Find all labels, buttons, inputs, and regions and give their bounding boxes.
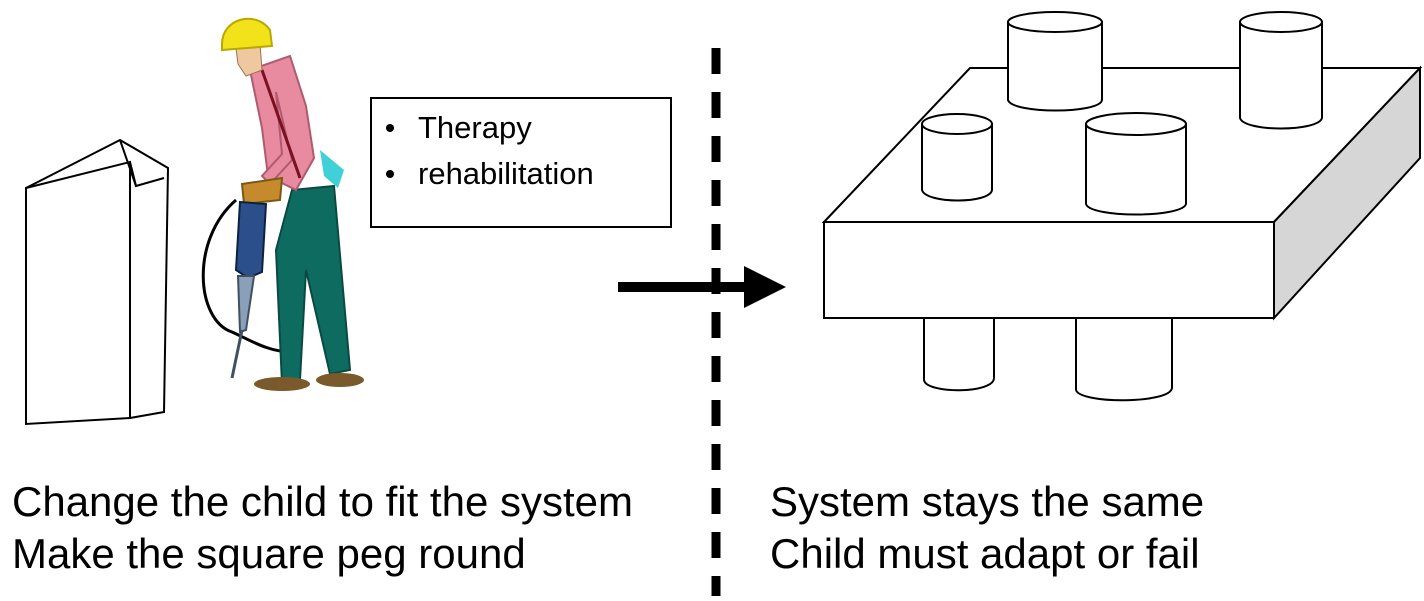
therapy-item-label: rehabilitation: [418, 156, 594, 191]
left-caption: Change the child to fit the system Make …: [12, 476, 633, 580]
square-peg: [25, 138, 170, 426]
right-caption-line1: System stays the same: [770, 478, 1205, 525]
therapy-list-item: Therapy: [386, 105, 594, 151]
therapy-list: Therapy rehabilitation: [386, 105, 594, 197]
left-caption-line2: Make the square peg round: [12, 530, 526, 577]
worker-figure: [201, 17, 364, 391]
left-caption-line1: Change the child to fit the system: [12, 478, 633, 525]
bullet-icon: [386, 170, 394, 178]
therapy-list-item: rehabilitation: [386, 151, 594, 197]
therapy-item-label: Therapy: [418, 110, 532, 145]
right-caption: System stays the same Child must adapt o…: [770, 476, 1204, 580]
right-arrow: [618, 266, 786, 308]
right-caption-line2: Child must adapt or fail: [770, 530, 1200, 577]
therapy-box: Therapy rehabilitation: [370, 97, 672, 228]
system-block: [821, 11, 1423, 402]
bullet-icon: [386, 124, 394, 132]
